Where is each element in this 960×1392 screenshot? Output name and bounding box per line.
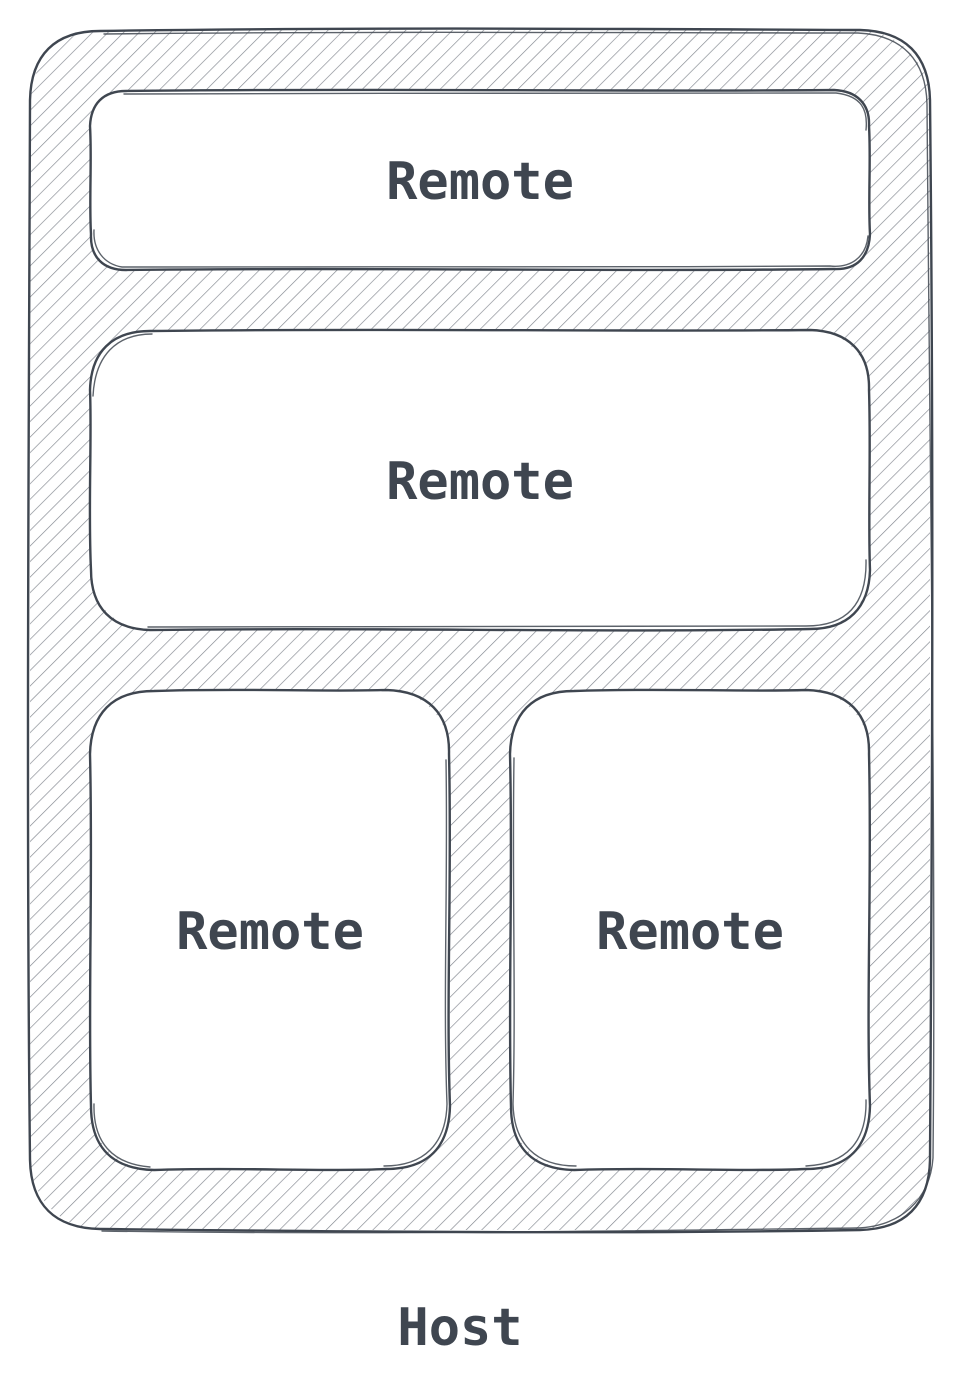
remote-box-4-outline bbox=[508, 688, 872, 1172]
remote-box-2-outline-echo bbox=[92, 333, 867, 628]
remote-box-1-outline-echo bbox=[93, 92, 869, 268]
remote-label-2: Remote bbox=[386, 452, 574, 512]
remote-label-3: Remote bbox=[176, 902, 364, 962]
remote-box-3 bbox=[88, 688, 452, 1172]
remote-box-2-fill bbox=[90, 330, 870, 630]
remote-box-4 bbox=[508, 688, 872, 1172]
remote-box-1-outline bbox=[88, 88, 872, 272]
host-outline bbox=[26, 27, 934, 1234]
host-outline-echo bbox=[101, 31, 935, 1234]
remote-box-2-outline bbox=[88, 328, 872, 632]
host-label: Host bbox=[397, 1298, 523, 1358]
remote-label-4: Remote bbox=[596, 902, 784, 962]
remote-label-1: Remote bbox=[386, 152, 574, 212]
remote-box-1 bbox=[88, 88, 872, 272]
remote-box-3-outline-echo bbox=[93, 759, 448, 1168]
remote-box-4-fill bbox=[510, 690, 870, 1170]
remote-box-2 bbox=[88, 328, 872, 632]
remote-box-1-fill bbox=[90, 90, 870, 270]
remote-box-3-outline bbox=[88, 688, 452, 1172]
remote-box-3-fill bbox=[90, 690, 450, 1170]
remote-box-4-outline-echo bbox=[512, 757, 867, 1167]
